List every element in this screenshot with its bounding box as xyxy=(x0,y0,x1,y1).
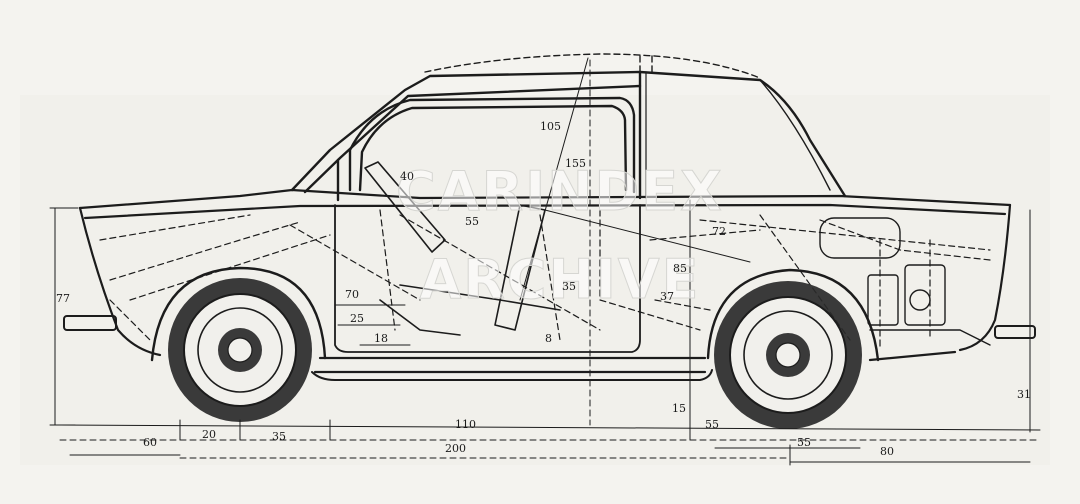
rear-wheel xyxy=(714,281,862,429)
dim-18-label: 18 xyxy=(374,332,388,345)
dim-77-label: 77 xyxy=(56,292,70,305)
dim-55-label: 55 xyxy=(465,215,479,228)
front-wheel xyxy=(168,278,312,422)
dim-70-label: 70 xyxy=(345,288,359,301)
dim-85-label: 85 xyxy=(673,262,687,275)
dim-40-label: 40 xyxy=(400,170,414,183)
door-outline xyxy=(334,204,641,353)
watermark-line-1: CARINDEX xyxy=(396,160,724,223)
dim-55-bottom-label: 55 xyxy=(797,436,811,449)
internal-structure xyxy=(99,209,991,351)
dim-31-label: 31 xyxy=(1017,388,1031,401)
underbody xyxy=(311,369,713,381)
dimension-labels: 105 155 40 55 72 85 77 70 35 37 25 18 8 … xyxy=(56,120,1031,458)
dim-80-label: 80 xyxy=(880,445,894,458)
dim-200-label: 200 xyxy=(445,442,466,455)
engine-unit xyxy=(819,217,991,346)
dim-55-rear-label: 55 xyxy=(705,418,719,431)
dim-105-label: 105 xyxy=(540,120,561,133)
car-body-outline xyxy=(78,188,1012,374)
dim-8-label: 8 xyxy=(545,332,552,345)
cabin-outline xyxy=(290,70,847,202)
dim-25-label: 25 xyxy=(350,312,364,325)
watermark-line-2: ARCHIVE xyxy=(420,248,701,311)
wheel-arches xyxy=(150,266,880,362)
dim-60-label: 60 xyxy=(143,436,157,449)
dim-72-label: 72 xyxy=(712,225,726,238)
dim-35-bottom-label: 35 xyxy=(272,430,286,443)
dim-15-label: 15 xyxy=(672,402,686,415)
dim-110-label: 110 xyxy=(455,418,476,431)
dim-37-label: 37 xyxy=(660,290,674,303)
dim-35-seat-label: 35 xyxy=(562,280,576,293)
dimension-lines xyxy=(49,57,1041,466)
dim-20-label: 20 xyxy=(202,428,216,441)
seat-outlines xyxy=(364,161,561,336)
dim-155-label: 155 xyxy=(565,157,586,170)
alternate-roof-line xyxy=(424,53,761,79)
bumpers xyxy=(63,315,1036,339)
